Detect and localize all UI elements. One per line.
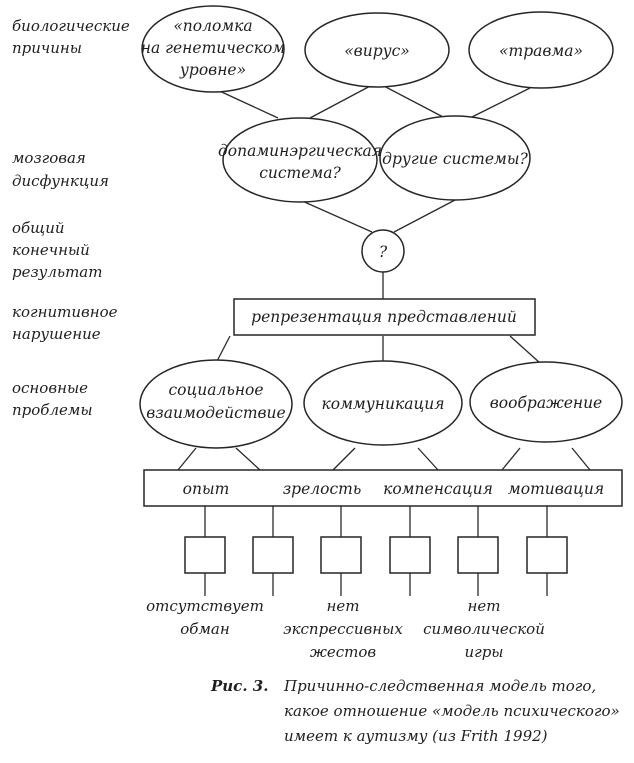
brain-dopamine-ellipse — [222, 117, 378, 203]
problem-imagination-ellipse — [469, 361, 623, 443]
level-result-label-1: общий — [12, 219, 65, 237]
factor-motivation: мотивация — [508, 480, 604, 498]
connectors — [177, 83, 591, 596]
connector — [501, 447, 521, 471]
level-problems-label-1: основные — [12, 379, 88, 397]
cause-virus-text: «вирус» — [344, 42, 410, 60]
behaviour-box — [389, 536, 431, 574]
brain-other-text: другие системы? — [382, 150, 528, 168]
outcome-deception-text-2: обман — [180, 620, 229, 638]
factors-box — [143, 469, 623, 507]
level-bio-label-1: биологические — [12, 17, 130, 35]
outcome-gestures-text-1: нет — [327, 597, 360, 615]
outcome-play-text-1: нет — [468, 597, 501, 615]
behaviour-box — [184, 536, 226, 574]
problem-communication-ellipse — [303, 360, 463, 446]
outcome-play-text-3: игры — [464, 643, 503, 661]
connector — [469, 87, 531, 119]
cause-genetic-text-3: уровне» — [179, 61, 246, 79]
level-cognitive-label-1: когнитивное — [12, 303, 118, 321]
level-brain-label-2: дисфункция — [12, 172, 109, 190]
problem-social-ellipse — [139, 359, 293, 449]
caption-line-1: Причинно-следственная модель того, — [283, 677, 596, 695]
connector — [332, 447, 356, 471]
level-result-label-2: конечный — [12, 241, 90, 259]
cause-trauma-ellipse — [468, 11, 614, 89]
problem-imagination-text: воображение — [490, 394, 602, 412]
cause-virus-ellipse — [304, 12, 450, 88]
factor-maturity: зрелость — [283, 480, 362, 498]
cause-genetic-ellipse — [141, 5, 285, 93]
connector — [417, 447, 439, 471]
problem-social-text-1: социальное — [168, 381, 263, 399]
brain-dopamine-text-1: допаминэргическая — [218, 142, 382, 160]
level-result-label-3: результат — [12, 263, 102, 281]
connector — [299, 199, 373, 233]
behaviour-box — [457, 536, 499, 574]
connector — [177, 447, 197, 471]
outcome-gestures-text-3: жестов — [310, 643, 377, 661]
cognitive-box — [233, 298, 536, 336]
level-cognitive-label-2: нарушение — [12, 325, 101, 343]
cause-genetic-text-1: «поломка — [173, 17, 252, 35]
behaviour-box — [320, 536, 362, 574]
outcome-deception-text-1: отсутствует — [146, 597, 264, 615]
factor-experience: опыт — [183, 480, 230, 498]
factor-compensation: компенсация — [383, 480, 493, 498]
problem-social-text-2: взаимодействие — [146, 404, 285, 422]
connector — [571, 447, 591, 471]
level-bio-label-2: причины — [12, 39, 82, 57]
connector — [212, 87, 279, 119]
connector — [379, 83, 446, 119]
final-result-circle — [361, 229, 405, 273]
behaviour-box — [252, 536, 294, 574]
brain-dopamine-text-2: система? — [259, 164, 341, 182]
problem-communication-text: коммуникация — [321, 395, 444, 413]
connector — [309, 83, 375, 119]
cause-trauma-text: «травма» — [499, 42, 583, 60]
level-brain-label-1: мозговая — [12, 149, 86, 167]
behaviour-box — [526, 536, 568, 574]
outcome-gestures-text-2: экспрессивных — [283, 620, 403, 638]
final-result-text: ? — [379, 243, 388, 261]
caption-label: Рис. 3. — [210, 677, 268, 695]
level-problems-label-2: проблемы — [12, 401, 93, 419]
outcome-play-text-2: символической — [423, 620, 545, 638]
brain-other-ellipse — [379, 115, 531, 201]
connector — [235, 447, 261, 471]
connector — [509, 335, 541, 364]
connector — [393, 199, 456, 233]
caption-line-3: имеет к аутизму (из Frith 1992) — [284, 727, 548, 745]
cognitive-box-text: репрезентация представлений — [251, 308, 517, 326]
cause-genetic-text-2: на генетическом — [141, 39, 285, 57]
caption-line-2: какое отношение «модель психического» — [284, 702, 620, 720]
